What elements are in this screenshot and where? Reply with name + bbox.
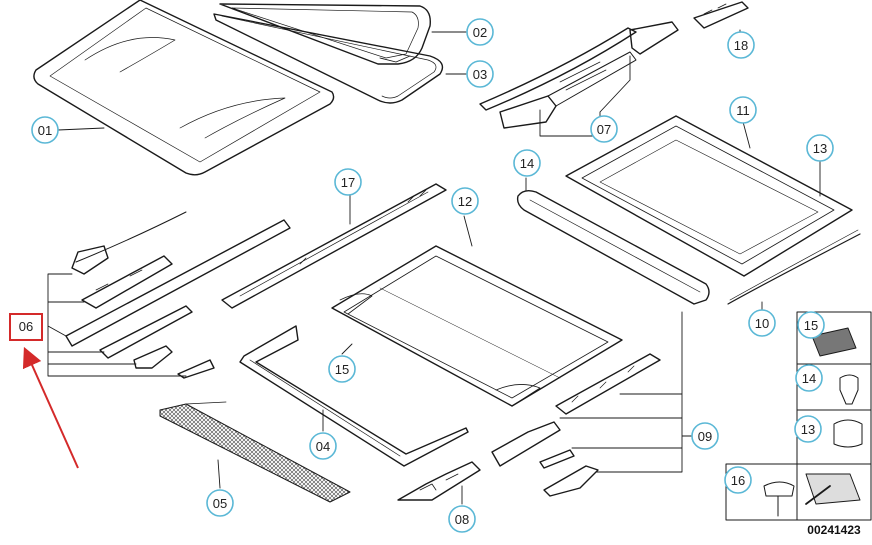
legend-callout-13-label: 13 [801, 422, 815, 437]
legend-callout-15 [797, 311, 825, 339]
callout-04-label: 04 [316, 439, 330, 454]
highlight-box-06 [9, 313, 43, 341]
callout-10-label: 10 [755, 316, 769, 331]
callout-17 [334, 168, 362, 196]
legend-callout-13 [794, 415, 822, 443]
callout-18 [727, 31, 755, 59]
part-05-mesh-panel [159, 401, 351, 503]
part-01-glass-panel [33, 0, 335, 176]
part-09-parts [491, 353, 661, 497]
callout-11 [729, 96, 757, 124]
callout-18-label: 18 [734, 38, 748, 53]
part-02-deflector [219, 3, 431, 65]
legend-callout-14-label: 14 [802, 371, 816, 386]
part-07-front-rails [479, 21, 679, 129]
legend-box [725, 311, 872, 521]
callout-06-label: 06 [19, 319, 33, 334]
callout-01 [31, 116, 59, 144]
part-08-mechanism [397, 461, 481, 501]
callout-08-label: 08 [455, 512, 469, 527]
part-17-guide-rail [221, 183, 447, 309]
callout-15-label: 15 [335, 362, 349, 377]
callout-03 [466, 60, 494, 88]
callout-15 [328, 355, 356, 383]
highlight-arrow [22, 346, 79, 469]
callout-01-label: 01 [38, 123, 52, 138]
callout-08 [448, 505, 476, 533]
part-14-cross-member [516, 189, 710, 305]
part-18-bracket [693, 1, 749, 29]
part-11-rear-frame [565, 115, 853, 277]
callout-05 [206, 489, 234, 517]
callout-17-label: 17 [341, 175, 355, 190]
part-03-seal [213, 13, 444, 104]
callout-14-label: 14 [520, 156, 534, 171]
callout-11-label: 11 [736, 103, 750, 118]
legend-callout-16 [724, 466, 752, 494]
legend-callout-15-label: 15 [804, 318, 818, 333]
leader-lines [47, 29, 821, 505]
callout-14 [513, 149, 541, 177]
callout-09-label: 09 [698, 429, 712, 444]
legend-callout-14 [795, 364, 823, 392]
callout-10 [748, 309, 776, 337]
callout-12-label: 12 [458, 194, 472, 209]
callout-03-label: 03 [473, 67, 487, 82]
callout-07 [590, 115, 618, 143]
callout-04 [309, 432, 337, 460]
callout-07-label: 07 [597, 122, 611, 137]
legend-callout-16-label: 16 [731, 473, 745, 488]
callout-12 [451, 187, 479, 215]
callout-13-label: 13 [813, 141, 827, 156]
callout-05-label: 05 [213, 496, 227, 511]
callout-09 [691, 422, 719, 450]
part-10-hose [727, 229, 861, 305]
diagram-code: 00241423 [807, 523, 861, 537]
callout-02 [466, 18, 494, 46]
part-06-rail-kit [65, 211, 291, 379]
part-04-seal-frame [239, 325, 469, 467]
callout-02-label: 02 [473, 25, 487, 40]
part-12-sunshade [331, 245, 623, 407]
callout-13 [806, 134, 834, 162]
